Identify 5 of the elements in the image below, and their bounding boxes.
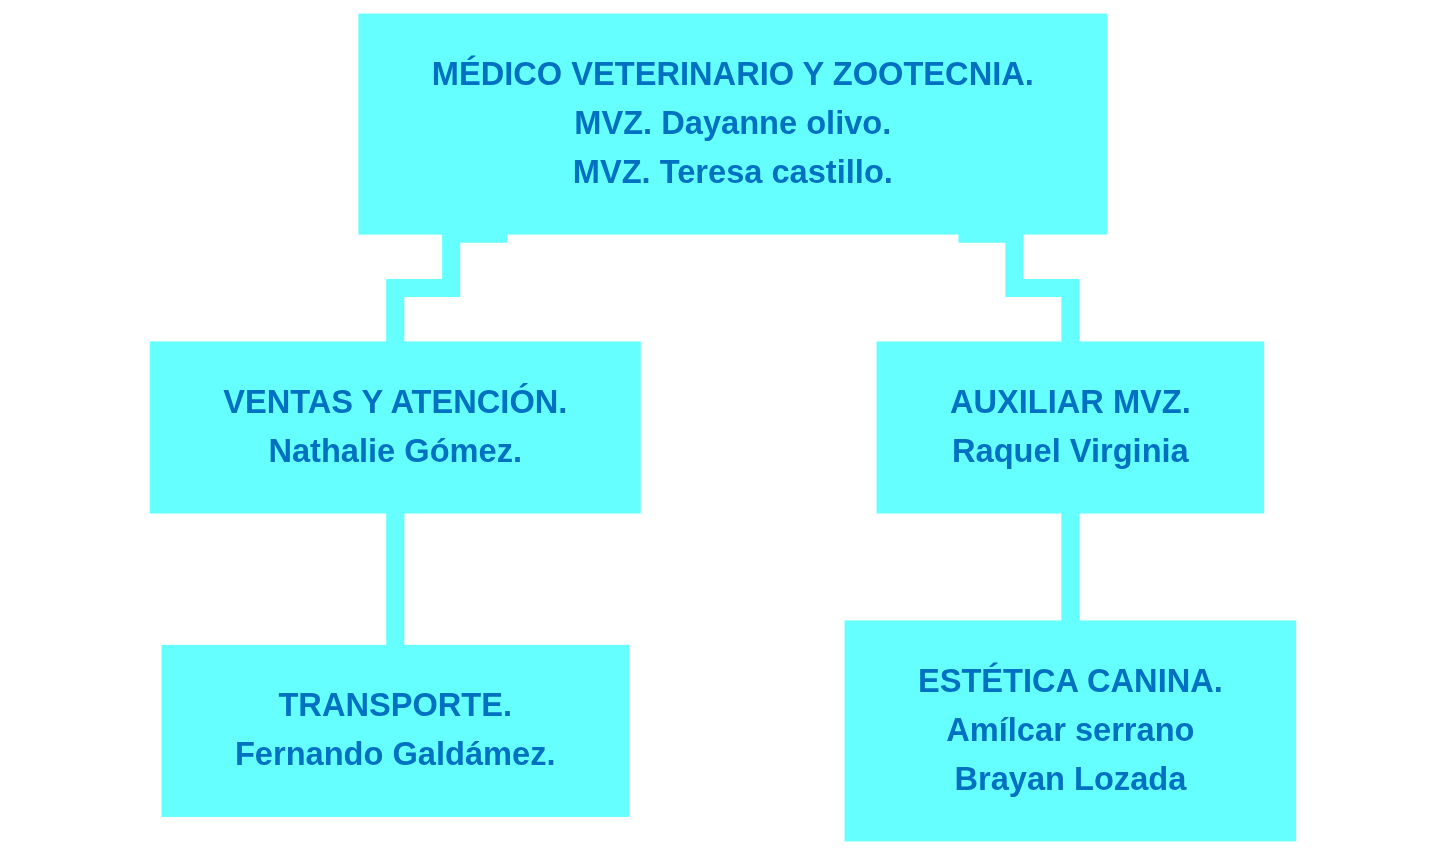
node-box: TRANSPORTE. Fernando Galdámez. (161, 644, 629, 817)
node-box: MÉDICO VETERINARIO Y ZOOTECNIA. MVZ. Dayanne olivo. MVZ. Teresa castillo. (358, 13, 1108, 235)
node-box: ESTÉTICA CANINA. Amílcar serrano Brayan Lozada (844, 620, 1297, 842)
node-box: VENTAS Y ATENCIÓN. Nathalie Gómez. (149, 341, 641, 514)
node-box: AUXILIAR MVZ. Raquel Virginia (876, 341, 1265, 514)
